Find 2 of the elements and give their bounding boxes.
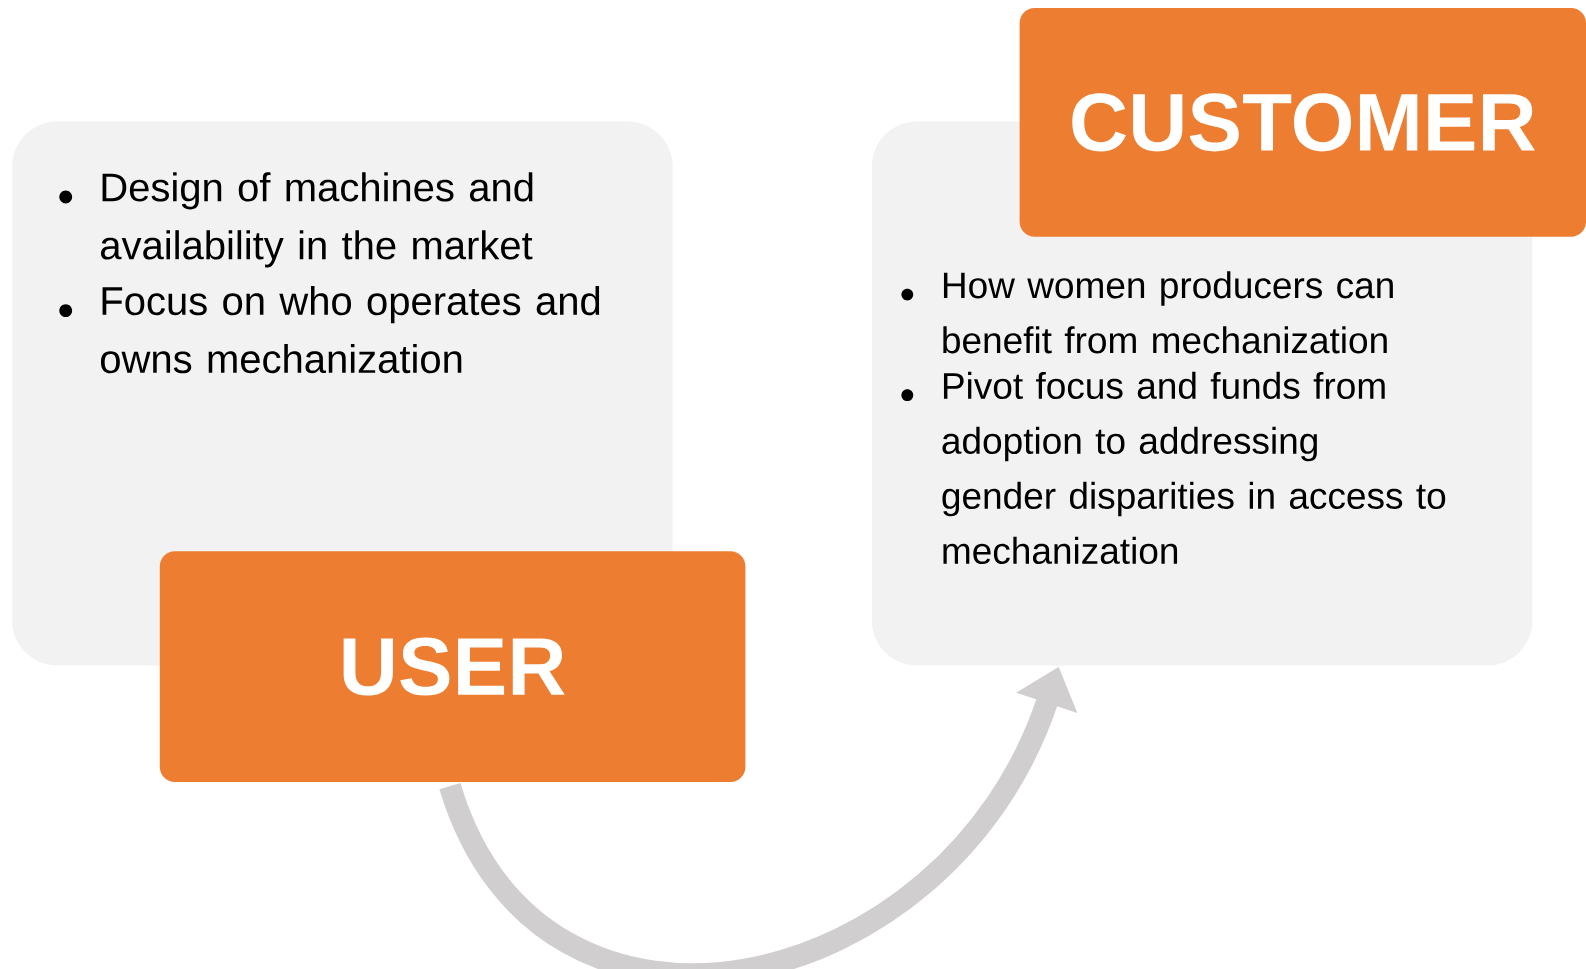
title-box: CUSTOMER xyxy=(1019,8,1586,237)
title-box: USER xyxy=(159,551,746,782)
